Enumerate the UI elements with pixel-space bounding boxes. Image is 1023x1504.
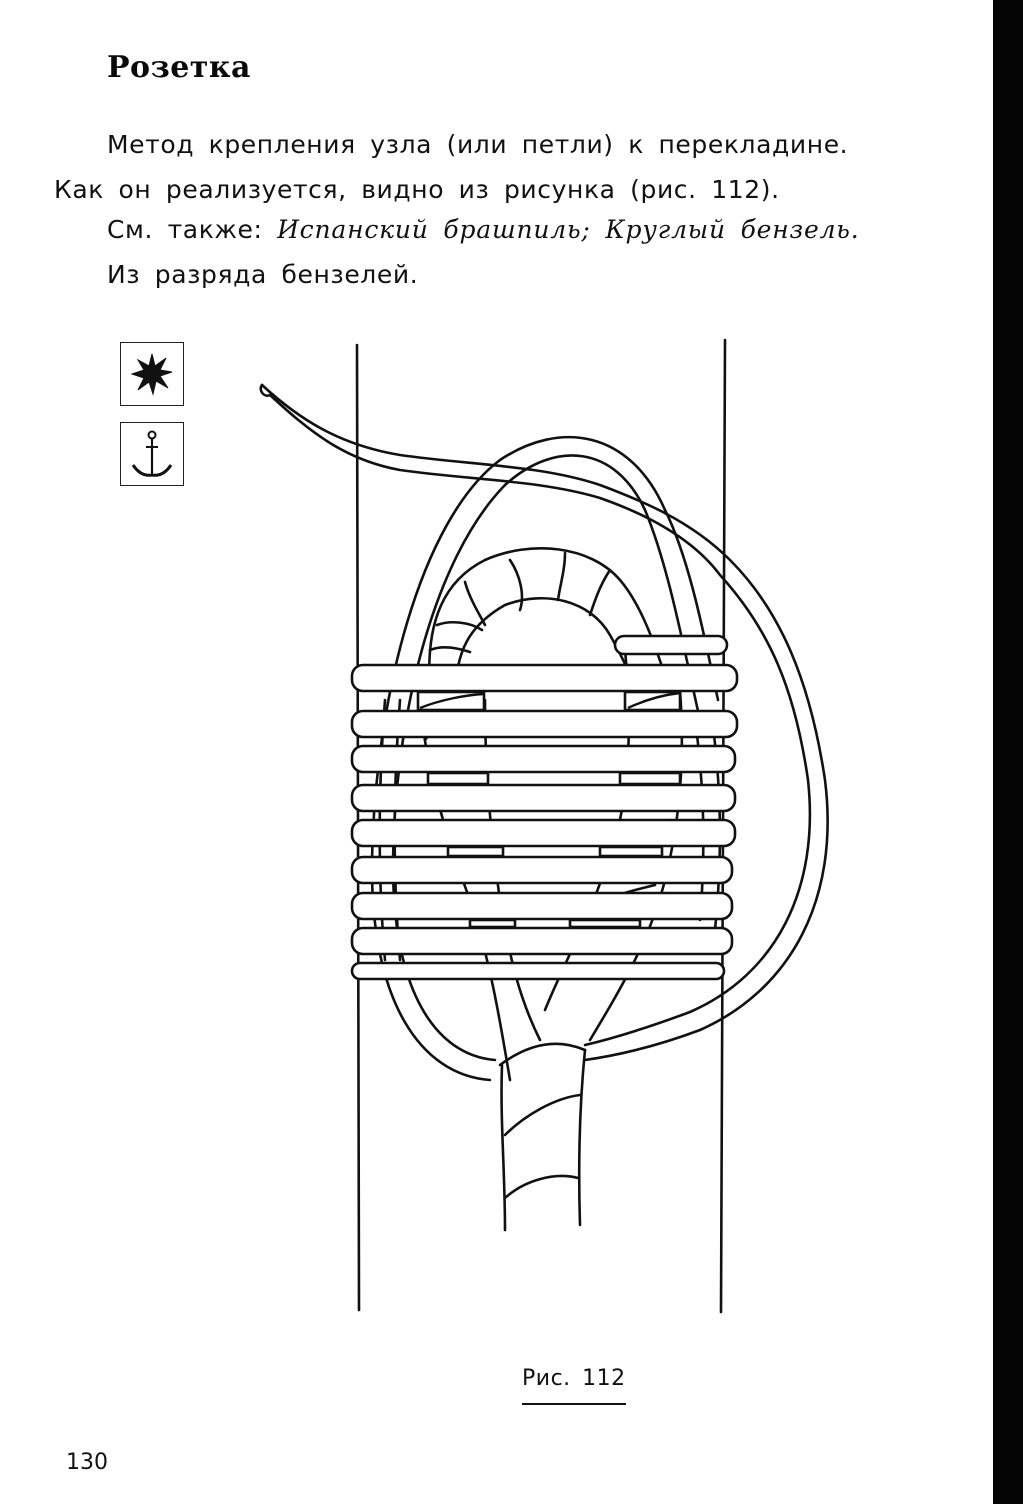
see-also-link-round-seizing[interactable]: Круглый бензель <box>605 215 851 244</box>
paragraph-line-1: Метод крепления узла (или петли) к перек… <box>107 130 849 159</box>
anchor-icon <box>131 430 173 477</box>
paragraph-line-2: Как он реализуется, видно из рисунка (ри… <box>54 175 780 204</box>
see-also-suffix: . <box>850 215 860 244</box>
rope-end-bottom <box>268 393 812 1047</box>
caption-underline <box>522 1403 626 1405</box>
page-title: Розетка <box>107 50 251 85</box>
see-also-separator: ; <box>581 215 606 244</box>
standing-part-left <box>500 1063 507 1232</box>
see-also-prefix: См. также: <box>107 215 278 244</box>
standing-part-right <box>577 1048 587 1227</box>
seizing-turns <box>350 634 739 981</box>
page-number: 130 <box>66 1450 108 1475</box>
see-also-line: См. также: Испанский брашпиль; Круглый б… <box>107 215 859 244</box>
star-burst-icon <box>130 353 173 396</box>
category-line: Из разряда бензелей. <box>107 260 419 289</box>
scan-border <box>993 0 1023 1504</box>
anchor-icon-box <box>120 422 184 486</box>
star-burst-icon-box <box>120 342 184 406</box>
figure-caption: Рис. 112 <box>522 1366 626 1391</box>
rope-end-top <box>260 383 829 1062</box>
see-also-link-spanish-windlass[interactable]: Испанский брашпиль <box>277 215 582 244</box>
rosette-knot-illustration <box>259 338 829 1314</box>
